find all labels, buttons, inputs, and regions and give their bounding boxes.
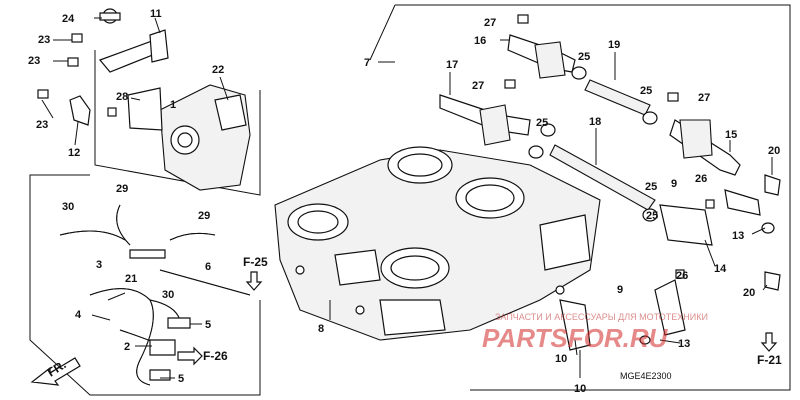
callout-23-mid: 23 xyxy=(28,55,40,67)
callout-14: 14 xyxy=(714,263,727,275)
callout-11: 11 xyxy=(150,8,162,20)
callout-25-mid: 25 xyxy=(536,117,548,129)
throttle-sensor-assembly xyxy=(37,8,251,191)
section-references: F-25 F-26 F-21 xyxy=(177,255,782,367)
callout-28: 28 xyxy=(116,91,128,103)
callout-13-right: 13 xyxy=(732,230,744,242)
throttle-body-main xyxy=(274,146,601,341)
injector-assembly xyxy=(439,14,781,351)
callout-23-low: 23 xyxy=(36,119,48,131)
callout-13-low: 13 xyxy=(678,338,690,350)
callout-4: 4 xyxy=(75,309,82,321)
callout-10-low: 10 xyxy=(574,383,586,395)
vacuum-hose-assembly xyxy=(59,204,251,386)
callout-22: 22 xyxy=(212,64,224,76)
watermark-logo: PARTSFOR.RU xyxy=(482,323,669,353)
callout-5-top: 5 xyxy=(205,319,211,331)
callout-2: 2 xyxy=(124,341,130,353)
callout-15: 15 xyxy=(725,129,737,141)
callout-9-top: 9 xyxy=(671,178,677,190)
callout-20-top: 20 xyxy=(768,145,780,157)
callout-27-right: 27 xyxy=(698,92,710,104)
callout-29-left: 29 xyxy=(116,183,128,195)
callout-17: 17 xyxy=(446,59,458,71)
callout-16: 16 xyxy=(474,35,486,47)
ref-f26: F-26 xyxy=(203,349,228,363)
callout-7: 7 xyxy=(364,57,370,69)
callout-10-mid: 10 xyxy=(555,353,567,365)
callout-9-low: 9 xyxy=(617,284,623,296)
callout-numbers: 24 11 23 23 22 1 28 23 12 7 17 27 16 27 … xyxy=(28,8,780,395)
callout-30-left: 30 xyxy=(62,201,74,213)
callout-27-mid: 27 xyxy=(472,80,484,92)
callout-23-top: 23 xyxy=(38,34,50,46)
callout-3: 3 xyxy=(96,259,102,271)
callout-12: 12 xyxy=(68,147,80,159)
callout-5-low: 5 xyxy=(178,373,184,385)
throttle-body-group-border-left xyxy=(369,4,396,61)
watermark-caption: ЗАПЧАСТИ И АКСЕССУАРЫ ДЛЯ МОТОТЕХНИКИ xyxy=(495,312,708,322)
callout-27-top: 27 xyxy=(484,17,496,29)
leader-lines xyxy=(41,17,773,379)
diagram-code: MGE4E2300 xyxy=(620,371,672,381)
callout-25-right: 25 xyxy=(640,85,652,97)
sensor-group-border xyxy=(94,50,261,196)
callout-25-bottom: 25 xyxy=(646,210,658,222)
callout-20-low: 20 xyxy=(743,287,755,299)
callout-6: 6 xyxy=(205,261,211,273)
ref-f25: F-25 xyxy=(243,255,268,269)
partsfor-watermark: ЗАПЧАСТИ И АКСЕССУАРЫ ДЛЯ МОТОТЕХНИКИ PA… xyxy=(482,312,708,353)
callout-8: 8 xyxy=(318,323,324,335)
callout-25-top: 25 xyxy=(578,51,590,63)
callout-26-top: 26 xyxy=(695,173,707,185)
callout-18: 18 xyxy=(589,116,601,128)
throttle-body-group-border xyxy=(395,4,791,391)
callout-29-right: 29 xyxy=(198,210,210,222)
callout-24: 24 xyxy=(62,13,75,25)
front-direction-arrow: FR. xyxy=(30,357,81,386)
callout-19: 19 xyxy=(608,39,620,51)
callout-21: 21 xyxy=(125,273,137,285)
ref-f21: F-21 xyxy=(757,353,782,367)
callout-1: 1 xyxy=(170,99,176,111)
callout-25-low: 25 xyxy=(645,181,657,193)
callout-26-low: 26 xyxy=(676,270,688,282)
callout-30-low: 30 xyxy=(162,289,174,301)
